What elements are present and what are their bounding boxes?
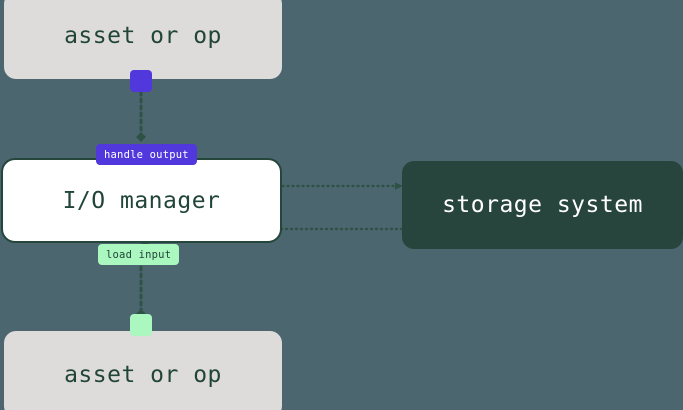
node-asset-or-op-top[interactable]: asset or op <box>4 0 282 79</box>
edge-label-load-input[interactable]: load input <box>98 244 180 265</box>
node-io-manager[interactable]: I/O manager <box>1 158 282 243</box>
node-asset-or-op-top-label: asset or op <box>64 22 222 49</box>
edge-label-handle-output-text: handle output <box>104 148 189 161</box>
input-handle-bottom-asset[interactable] <box>130 314 152 336</box>
edge-label-load-input-text: load input <box>106 248 172 261</box>
node-storage-system[interactable]: storage system <box>402 161 683 249</box>
node-asset-or-op-bottom-label: asset or op <box>64 361 222 388</box>
node-asset-or-op-bottom[interactable]: asset or op <box>4 331 282 410</box>
output-handle-top-asset[interactable] <box>130 70 152 92</box>
edge-label-handle-output[interactable]: handle output <box>96 144 197 165</box>
node-io-manager-label: I/O manager <box>62 187 221 214</box>
node-storage-system-label: storage system <box>442 192 643 218</box>
